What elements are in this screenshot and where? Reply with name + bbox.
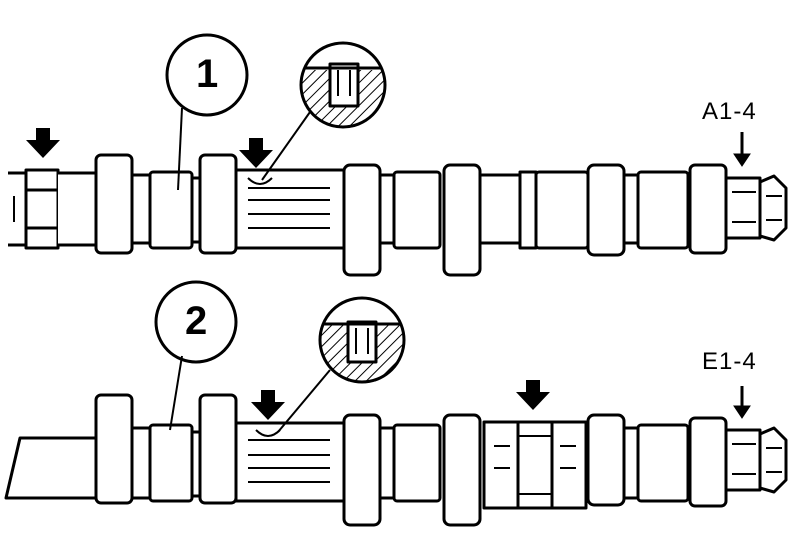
- marked-end: [724, 428, 762, 492]
- bearing-journal: [94, 153, 134, 255]
- detail-view-groove-2: [277, 296, 406, 433]
- shaft-code-label-2: E1-4: [702, 348, 757, 375]
- cam-lobe: [148, 423, 194, 503]
- arrow-icon: [251, 390, 285, 420]
- detail-view-groove-1: [261, 41, 387, 181]
- cam-lobe: [148, 170, 194, 250]
- hex-end-right: [758, 174, 788, 242]
- cam-lobe: [342, 163, 382, 277]
- bearing-journal: [94, 393, 134, 505]
- bearing-journal: [198, 153, 238, 255]
- hex-end-right: [758, 426, 788, 494]
- callout-number-2: 2: [185, 299, 208, 343]
- shaft-code-label-1: A1-4: [702, 98, 757, 125]
- cam-lobe: [442, 413, 482, 527]
- bearing-journal: [198, 393, 238, 505]
- callout-leader-1: [177, 107, 183, 191]
- cam-lobe: [342, 413, 382, 527]
- callout-circle-2: [154, 280, 238, 364]
- hex-middle: [482, 420, 588, 510]
- detail-leader-2: [277, 369, 331, 433]
- arrow-icon: [239, 138, 273, 168]
- shaft-end-left: [4, 436, 98, 500]
- camshaft-exhaust: [4, 393, 788, 527]
- cam-lobe: [586, 413, 626, 507]
- arrow-icon: [516, 380, 550, 410]
- callout-circle-1: [165, 33, 249, 117]
- groove-section: [234, 421, 346, 503]
- camshaft-intake: [8, 153, 788, 277]
- cam-lobe: [442, 163, 482, 277]
- callout-number-1: 1: [196, 52, 219, 96]
- callout-leader-2: [169, 355, 183, 431]
- cam-lobe: [586, 163, 626, 257]
- bearing-journal: [688, 416, 728, 508]
- arrow-icon: [26, 128, 60, 158]
- bearing-journal: [518, 170, 538, 250]
- detail-leader-1: [261, 111, 311, 181]
- bearing-journal: [688, 163, 728, 255]
- marked-end: [724, 176, 762, 240]
